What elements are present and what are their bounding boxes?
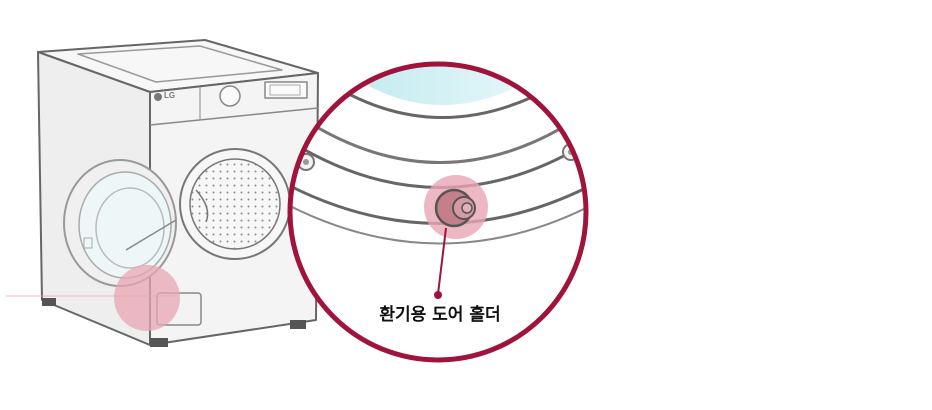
- holder-highlight-small: [114, 265, 180, 331]
- dial-knob: [219, 85, 241, 107]
- callout-dot: [434, 291, 442, 299]
- display-panel: [264, 81, 308, 99]
- washing-machine: [37, 39, 319, 347]
- lg-logo-icon: [154, 93, 162, 101]
- callout-leader-line: [437, 227, 447, 295]
- callout-label: 환기용 도어 홀더: [379, 305, 501, 325]
- brand-logo-text: LG: [164, 91, 176, 100]
- open-door: [63, 159, 177, 287]
- zoom-circle-border: [287, 61, 589, 363]
